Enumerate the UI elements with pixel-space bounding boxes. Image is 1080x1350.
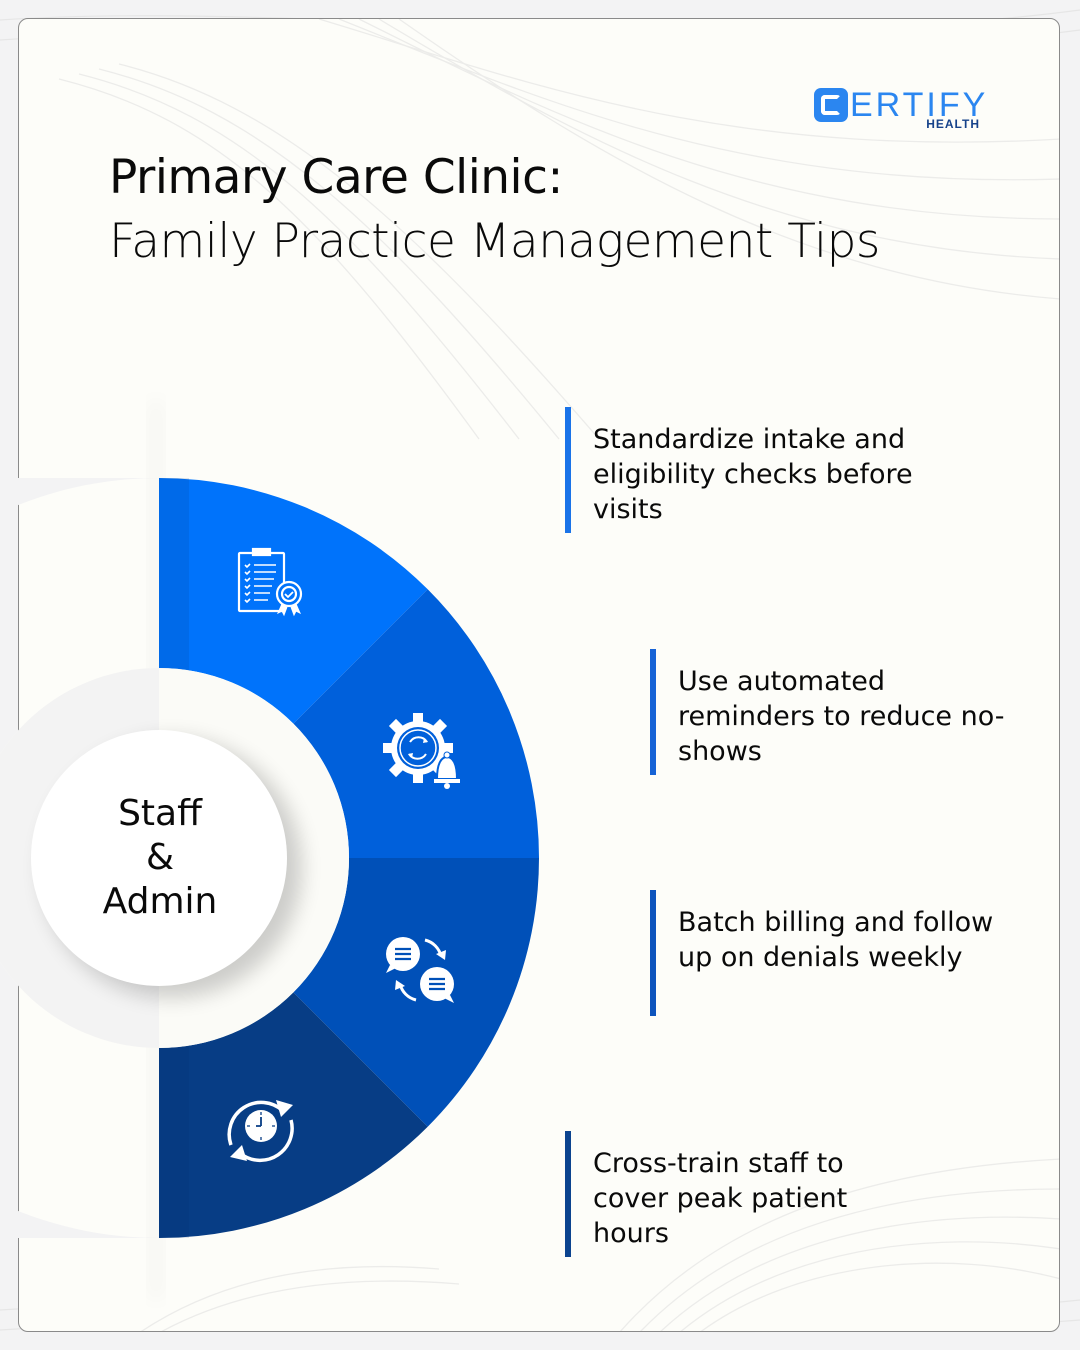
segment-4 — [159, 992, 428, 1238]
tip-4: Cross-train staff to cover peak patient … — [565, 1131, 885, 1257]
page-title: Primary Care Clinic: Family Practice Man… — [109, 146, 1009, 274]
clipboard-checklist-badge-icon — [237, 547, 303, 617]
tip-2-text: Use automated reminders to reduce no-sho… — [678, 666, 1005, 767]
hub-label-line-3: Admin — [102, 881, 218, 922]
tip-2: Use automated reminders to reduce no-sho… — [650, 649, 1010, 775]
hub-circle — [31, 730, 287, 986]
tip-1-text: Standardize intake and eligibility check… — [593, 424, 913, 525]
tip-3: Batch billing and follow up on denials w… — [650, 890, 1010, 1016]
tip-1: Standardize intake and eligibility check… — [565, 407, 965, 533]
left-backdrop — [0, 478, 159, 1238]
certify-health-logo: ERTIFY HEALTH — [814, 86, 990, 132]
tip-4-text: Cross-train staff to cover peak patient … — [593, 1148, 848, 1249]
decorative-wave-lines — [58, 19, 1059, 1331]
hub-label-line-1: Staff — [118, 793, 202, 834]
chat-bubbles-exchange-icon — [386, 937, 454, 1003]
logo-c-mark-icon — [814, 88, 848, 122]
logo-wordmark: ERTIFY — [850, 86, 989, 124]
logo-subtext: HEALTH — [926, 117, 980, 131]
title-line-2: Family Practice Management Tips — [109, 214, 880, 269]
hub-label-line-2: & — [145, 837, 175, 878]
gear-refresh-bell-icon — [383, 713, 460, 789]
hub-label: Staff & Admin — [60, 792, 260, 924]
title-line-1: Primary Care Clinic: — [109, 150, 563, 205]
clock-cycle-icon — [227, 1100, 294, 1163]
segment-3 — [293, 858, 539, 1127]
tip-3-text: Batch billing and follow up on denials w… — [678, 907, 994, 973]
